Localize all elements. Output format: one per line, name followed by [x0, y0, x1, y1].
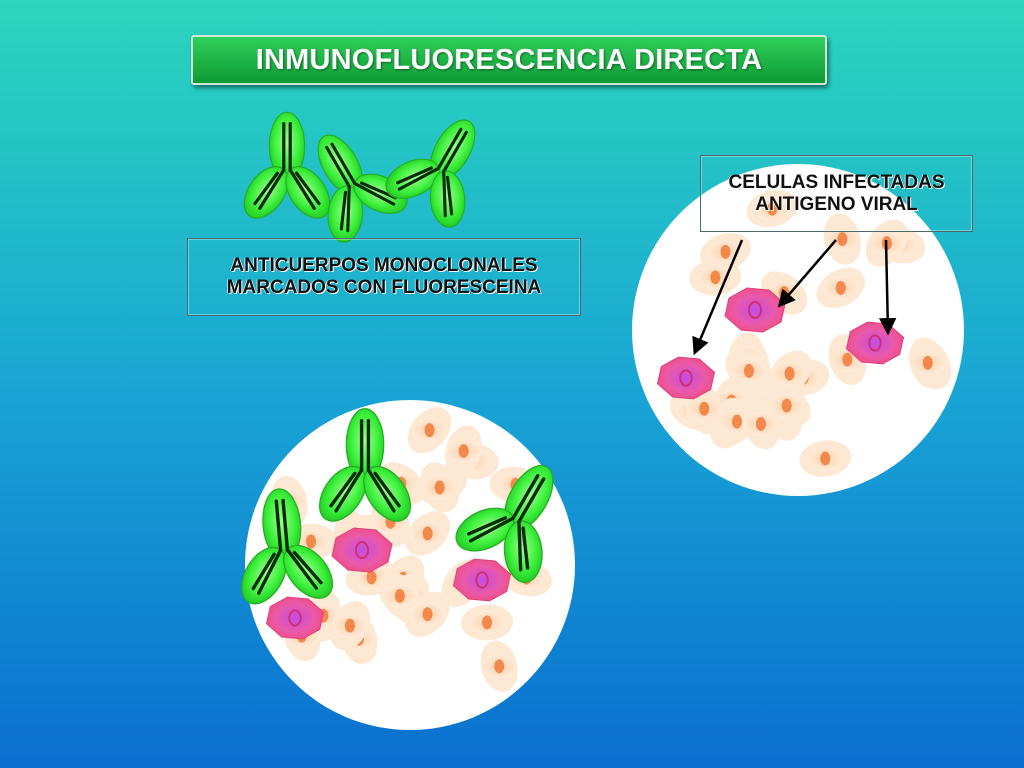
infected-nucleus [355, 541, 369, 559]
cell-nucleus [458, 444, 469, 459]
cell-nucleus [394, 588, 405, 603]
antibodies-label-line1: ANTICUERPOS MONOCLONALES [230, 255, 538, 276]
infected-nucleus [475, 571, 489, 589]
antibody [241, 488, 334, 605]
bound-antibodies-circle [241, 400, 575, 730]
pointer-arrows [692, 239, 897, 356]
cell-nucleus [344, 618, 355, 633]
infected-cell [265, 596, 325, 640]
cell-nucleus [366, 570, 377, 585]
normal-cell [461, 604, 514, 641]
cell-nucleus [422, 607, 433, 622]
cell-nucleus [434, 480, 445, 495]
normal-cell [405, 511, 451, 556]
cell-nucleus [755, 416, 766, 431]
normal-cell [823, 213, 862, 265]
normal-cell [746, 190, 798, 228]
cell-nucleus [305, 534, 316, 549]
arrow-2 [777, 239, 837, 308]
infected-nucleus [868, 334, 882, 352]
antibody [318, 408, 412, 522]
cell-nucleus [494, 659, 505, 674]
normal-cell [799, 440, 852, 477]
infected-cell [724, 287, 786, 333]
cell-nucleus [842, 352, 853, 367]
normal-cell [405, 591, 450, 637]
antibody [385, 119, 476, 228]
cell-nucleus [731, 414, 742, 429]
cell-nucleus [837, 232, 848, 247]
bound-antibodies-group [241, 408, 554, 605]
cells-label-line2: ANTIGENO VIRAL [755, 193, 918, 215]
infected-cells-label-box: CELULAS INFECTADAS ANTIGENO VIRAL [700, 155, 973, 232]
cells-label-line1: CELULAS INFECTADAS [728, 171, 945, 193]
infected-nucleus [288, 609, 302, 627]
cell-nucleus [699, 401, 710, 416]
title-banner: INMUNOFLUORESCENCIA DIRECTA [191, 35, 827, 85]
normal-cell [908, 337, 947, 389]
cell-nucleus [781, 398, 792, 413]
normal-cell [725, 350, 773, 392]
normal-cell [445, 425, 483, 477]
free-antibodies-group [243, 111, 476, 243]
infected-nucleus [679, 369, 693, 387]
arrow-3 [878, 239, 897, 336]
antibody [455, 464, 554, 583]
normal-cell [420, 462, 459, 513]
infected-cells-group [265, 527, 512, 640]
infected-cell [331, 527, 393, 573]
cell-nucleus [424, 423, 435, 438]
antibodies-label-line2: MARCADOS CON FLUORESCEINA [226, 277, 542, 298]
normal-cell [407, 407, 452, 454]
normal-cell [816, 267, 865, 309]
infected-cell [656, 356, 716, 400]
normal-cell [480, 640, 518, 692]
cell-nucleus [767, 201, 778, 216]
cell-nucleus [743, 363, 754, 378]
cell-nucleus [482, 615, 493, 630]
cell-nucleus [835, 280, 846, 295]
cell-nucleus [720, 244, 731, 259]
cell-nucleus [710, 270, 721, 285]
arrow-1 [692, 239, 744, 356]
infected-cell [452, 558, 512, 602]
normal-cell [741, 398, 781, 450]
normal-cell [329, 601, 370, 651]
cell-nucleus [784, 366, 795, 381]
cell-nucleus [922, 355, 933, 370]
page-title: INMUNOFLUORESCENCIA DIRECTA [255, 43, 763, 76]
antibody [243, 111, 331, 219]
antibodies-label-box: ANTICUERPOS MONOCLONALES MARCADOS CON FL… [187, 238, 581, 316]
cell-nucleus [422, 526, 433, 541]
infected-nucleus [748, 301, 762, 319]
cell-nucleus [820, 451, 831, 466]
